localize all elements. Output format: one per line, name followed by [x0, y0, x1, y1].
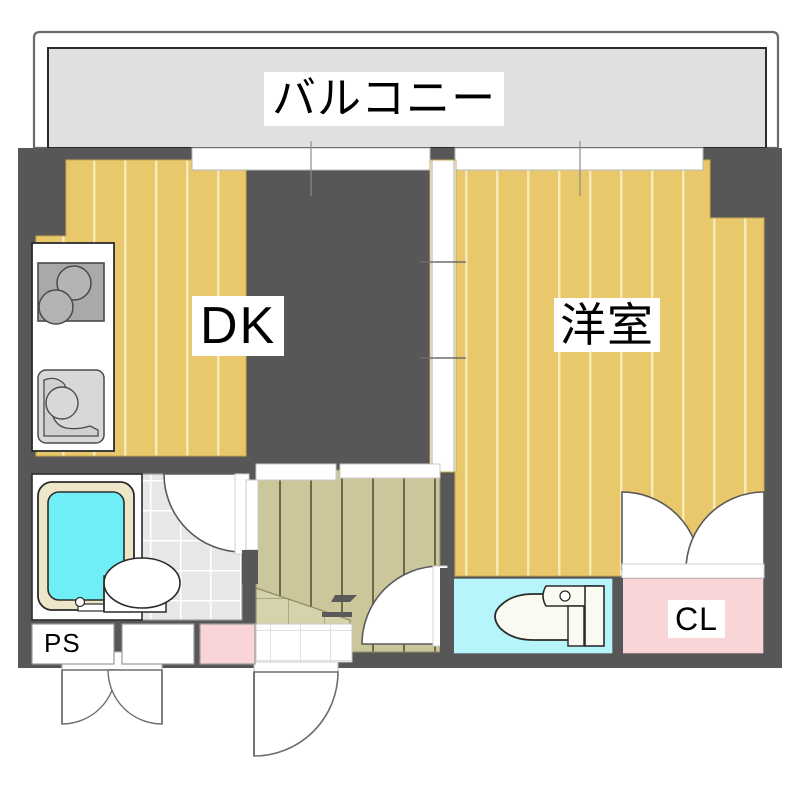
closet-doors[interactable] — [621, 491, 765, 579]
kitchen-counter — [31, 242, 115, 452]
stove-cooktop — [37, 262, 105, 325]
dk-label: DK — [192, 296, 285, 356]
meter-box — [121, 623, 195, 665]
room-western — [454, 159, 765, 577]
balcony-label: バルコニー — [264, 72, 505, 126]
genkan-threshold — [255, 623, 353, 663]
closet-label: CL — [668, 600, 725, 638]
interior-wall-stubs — [242, 550, 623, 654]
pipe-shaft-label: PS — [44, 628, 81, 658]
balcony-window-dk[interactable] — [191, 141, 431, 196]
dk-room-partition[interactable] — [420, 159, 466, 473]
closet-shoe-box — [199, 623, 256, 665]
toilet-fixture — [494, 585, 605, 647]
hall-openings — [245, 463, 441, 551]
washbasin — [103, 557, 181, 613]
entrance-door[interactable] — [253, 651, 339, 757]
pipe-shaft-box — [31, 623, 115, 665]
balcony-window-room[interactable] — [454, 141, 704, 196]
western-room-label: 洋室 — [554, 298, 660, 352]
kitchen-sink — [37, 369, 105, 444]
genkan-step-marks — [322, 595, 357, 617]
